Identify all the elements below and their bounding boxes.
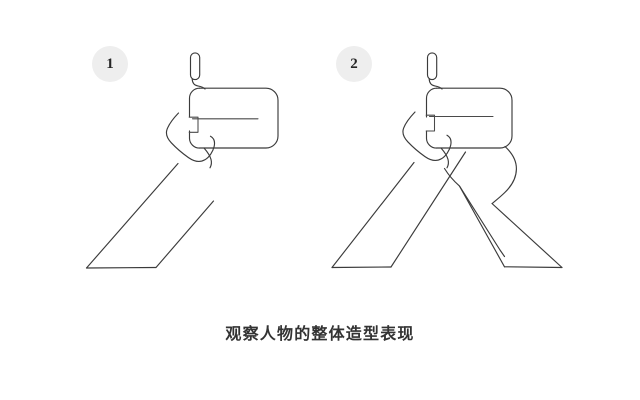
figure-2-back-leg-lower bbox=[458, 185, 506, 268]
figure-2-front-leg-inner bbox=[390, 151, 467, 268]
figure-2-back-leg-outer bbox=[491, 202, 563, 269]
figure-1-buckle bbox=[188, 116, 199, 133]
figure-2-front-leg-outer bbox=[331, 161, 415, 269]
figure-2-arm bbox=[402, 111, 452, 161]
figure-2-head-icon bbox=[426, 52, 438, 81]
figure-1-torso bbox=[198, 87, 279, 149]
figure-2-hip-front bbox=[440, 147, 450, 169]
figure-1-leg-front bbox=[85, 162, 179, 269]
figure-1-leg-back bbox=[155, 200, 215, 269]
figure-caption: 观察人物的整体造型表现 bbox=[225, 324, 415, 343]
figure-2-back-foot bbox=[503, 266, 563, 269]
figure-2-neck bbox=[428, 78, 443, 90]
figure-1-arm bbox=[165, 112, 216, 162]
figure-2-number-label: 2 bbox=[350, 55, 358, 72]
figure-2-buckle bbox=[425, 114, 436, 132]
figure-2-torso-left-lower bbox=[425, 130, 438, 149]
figure-2-number-badge: 2 bbox=[336, 46, 372, 82]
figure-1-torso-left-lower bbox=[188, 130, 201, 149]
figure-1-number-label: 1 bbox=[106, 55, 114, 72]
figure-2-group bbox=[331, 52, 563, 269]
figure-1-foot bbox=[85, 266, 157, 269]
figure-1-number-badge: 1 bbox=[92, 46, 128, 82]
figure-1-group bbox=[85, 52, 279, 269]
figure-1-torso-left-edge bbox=[188, 87, 201, 118]
figure-2-torso bbox=[435, 87, 513, 149]
figure-1-head-icon bbox=[189, 52, 201, 81]
figure-2-back-leg-curve bbox=[491, 145, 517, 205]
figure-1-hip bbox=[203, 147, 213, 169]
figure-1-neck bbox=[191, 78, 206, 90]
figure-2-front-foot bbox=[331, 266, 392, 269]
figure-2-torso-left-edge bbox=[425, 87, 438, 118]
